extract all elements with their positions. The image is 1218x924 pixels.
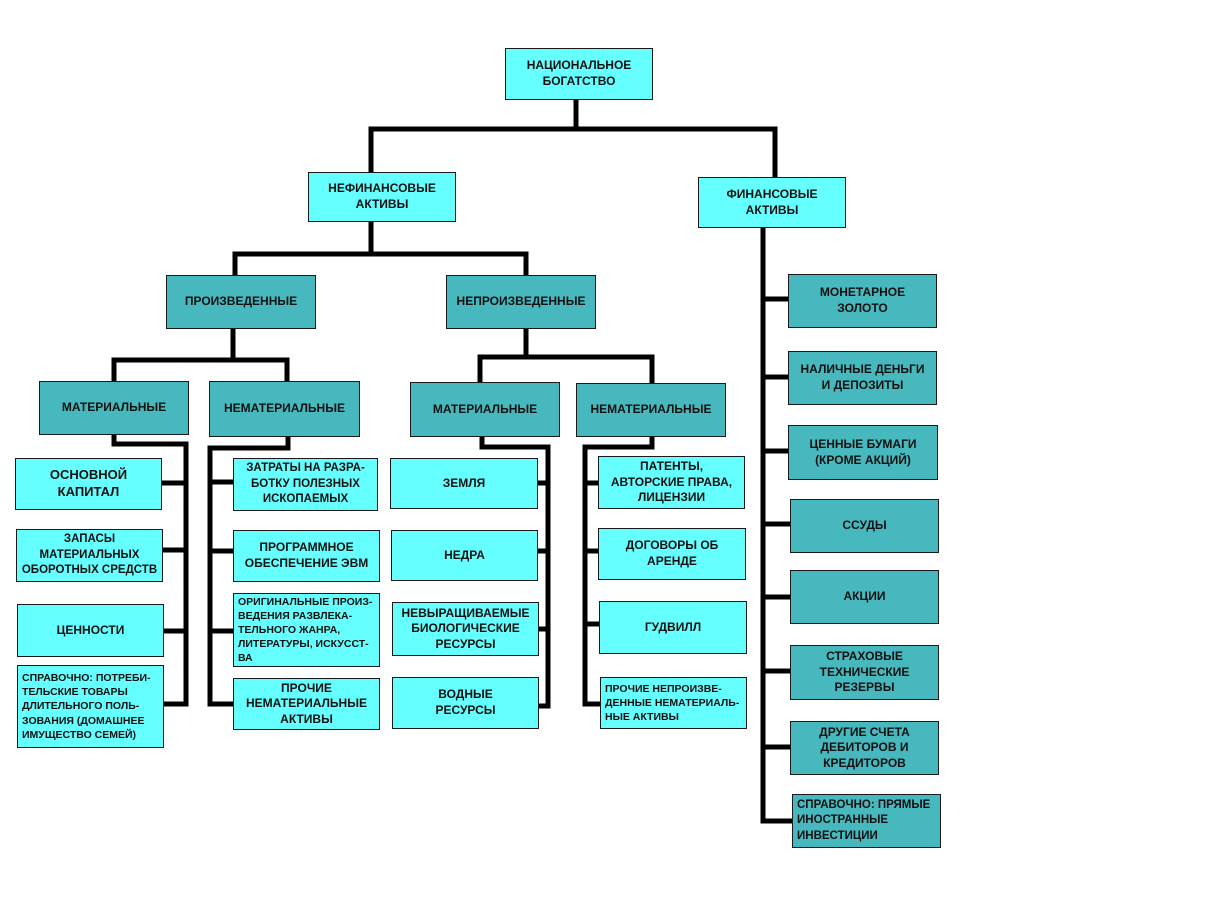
node-land: ЗЕМЛЯ <box>390 458 538 509</box>
node-insurance-reserves: СТРАХОВЫЕ ТЕХНИЧЕСКИЕ РЕЗЕРВЫ <box>790 645 939 700</box>
node-nonproduced-intangible: НЕМАТЕРИАЛЬНЫЕ <box>576 383 726 437</box>
node-nonfinancial-assets: НЕФИНАНСОВЫЕ АКТИВЫ <box>308 172 456 222</box>
node-financial-assets: ФИНАНСОВЫЕ АКТИВЫ <box>698 177 846 228</box>
node-inventories: ЗАПАСЫ МАТЕРИАЛЬНЫХ ОБОРОТНЫХ СРЕДСТВ <box>16 529 163 582</box>
node-fdi-memo: СПРАВОЧНО: ПРЯМЫЕ ИНОСТРАННЫЕ ИНВЕСТИЦИИ <box>792 794 941 848</box>
node-nonproduced: НЕПРОИЗВЕДЕННЫЕ <box>446 275 596 329</box>
node-lease-contracts: ДОГОВОРЫ ОБ АРЕНДЕ <box>598 528 746 580</box>
node-computer-software: ПРОГРАММНОЕ ОБЕСПЕЧЕНИЕ ЭВМ <box>233 530 380 582</box>
node-currency-deposits: НАЛИЧНЫЕ ДЕНЬГИ И ДЕПОЗИТЫ <box>788 351 937 405</box>
node-valuables: ЦЕННОСТИ <box>17 604 164 657</box>
bracket-produced-intangible <box>207 434 291 707</box>
bracket-nonproduced-material <box>479 434 551 709</box>
node-monetary-gold: МОНЕТАРНОЕ ЗОЛОТО <box>788 274 937 328</box>
node-produced: ПРОИЗВЕДЕННЫЕ <box>166 275 316 329</box>
node-mineral-exploration: ЗАТРАТЫ НА РАЗРА- БОТКУ ПОЛЕЗНЫХ ИСКОПАЕ… <box>233 458 378 511</box>
node-nonproduced-material: МАТЕРИАЛЬНЫЕ <box>410 382 560 437</box>
bracket-nonproduced-intangible <box>582 434 655 707</box>
node-entertainment-originals: ОРИГИНАЛЬНЫЕ ПРОИЗ- ВЕДЕНИЯ РАЗВЛЕКА- ТЕ… <box>233 593 380 667</box>
node-loans: ССУДЫ <box>790 499 939 553</box>
node-other-accounts: ДРУГИЕ СЧЕТА ДЕБИТОРОВ И КРЕДИТОРОВ <box>790 721 939 775</box>
node-water-resources: ВОДНЫЕ РЕСУРСЫ <box>392 677 539 729</box>
connector-nonproduced <box>477 326 655 386</box>
node-patents-licenses: ПАТЕНТЫ, АВТОРСКИЕ ПРАВА, ЛИЦЕНЗИИ <box>598 456 745 509</box>
node-goodwill: ГУДВИЛЛ <box>599 601 747 654</box>
node-subsoil: НЕДРА <box>391 530 538 581</box>
spine-financial <box>760 225 795 824</box>
node-produced-material: МАТЕРИАЛЬНЫЕ <box>39 381 189 435</box>
node-fixed-capital: ОСНОВНОЙ КАПИТАЛ <box>15 458 162 510</box>
node-national-wealth: НАЦИОНАЛЬНОЕ БОГАТСТВО <box>505 48 653 100</box>
node-produced-intangible: НЕМАТЕРИАЛЬНЫЕ <box>209 381 360 437</box>
node-non-cultivated-biological: НЕВЫРАЩИВАЕМЫЕ БИОЛОГИЧЕСКИЕ РЕСУРСЫ <box>392 602 539 656</box>
node-securities: ЦЕННЫЕ БУМАГИ (КРОМЕ АКЦИЙ) <box>788 425 938 480</box>
node-consumer-durables-memo: СПРАВОЧНО: ПОТРЕБИ- ТЕЛЬСКИЕ ТОВАРЫ ДЛИТ… <box>17 665 164 748</box>
connector-produced <box>111 326 290 384</box>
node-other-nonproduced-intangible: ПРОЧИЕ НЕПРОИЗВЕ- ДЕННЫЕ НЕМАТЕРИАЛЬ- НЫ… <box>600 677 747 729</box>
connector-root <box>368 97 778 180</box>
node-other-intangible-produced: ПРОЧИЕ НЕМАТЕРИАЛЬНЫЕ АКТИВЫ <box>233 678 380 730</box>
bracket-produced-material <box>111 432 189 707</box>
connector-nonfinancial <box>232 219 529 278</box>
node-shares: АКЦИИ <box>790 570 939 624</box>
